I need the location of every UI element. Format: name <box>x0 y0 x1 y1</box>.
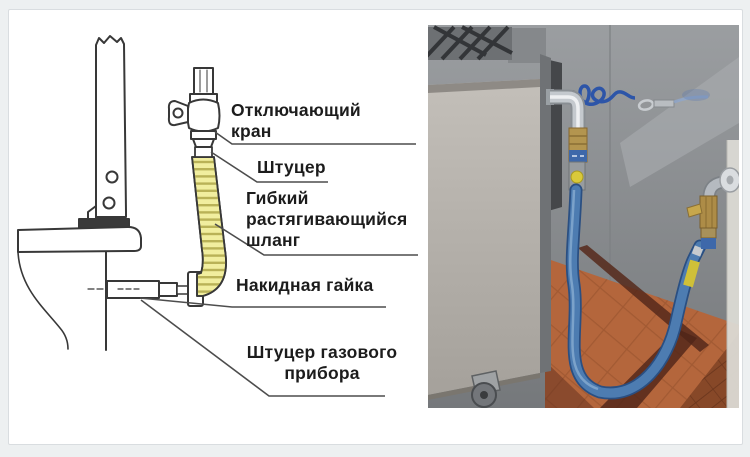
leader-union-nut <box>139 297 386 308</box>
appliance-gas-connection <box>546 89 588 191</box>
valve-lever <box>686 203 703 218</box>
stainless-appliance <box>428 25 551 408</box>
label-appliance-fitting: Штуцер газового прибора <box>246 342 398 383</box>
appliance-body-drawing <box>17 226 142 351</box>
label-fitting: Штуцер <box>257 157 326 177</box>
leader-flexible-hose <box>214 223 418 256</box>
leader-shutoff-valve <box>214 131 416 145</box>
shutoff-valve-drawing <box>167 67 221 148</box>
leader-fitting <box>210 151 328 183</box>
wall-corner-strip <box>727 140 739 408</box>
hose-yellow-band <box>683 259 700 288</box>
valve-brass-body <box>699 195 718 229</box>
tile-floor <box>545 245 739 408</box>
yellow-marker-dot <box>570 170 584 184</box>
label-flexible-hose: Гибкий растягивающийся шланг <box>246 188 408 250</box>
leader-lines <box>139 131 418 397</box>
label-shutoff-valve: Отключающий кран <box>231 100 361 141</box>
flexible-hose-drawing <box>191 146 227 297</box>
caster-wheel <box>471 370 501 408</box>
appliance-fitting-drawing <box>87 280 189 299</box>
restraint-cable <box>570 84 710 111</box>
leader-appliance-fitting <box>140 299 385 397</box>
brass-fitting <box>568 127 588 163</box>
cable-hook <box>637 99 655 111</box>
installation-photo <box>428 25 739 408</box>
label-union-nut: Накидная гайка <box>236 275 374 295</box>
blue-gas-hose <box>565 183 707 400</box>
burner-grate <box>428 25 513 61</box>
cable-turnbuckle <box>653 99 675 108</box>
wall-gas-valve <box>686 167 739 249</box>
riser-panel-drawing <box>78 35 130 229</box>
wall-highlight-band <box>620 57 739 187</box>
